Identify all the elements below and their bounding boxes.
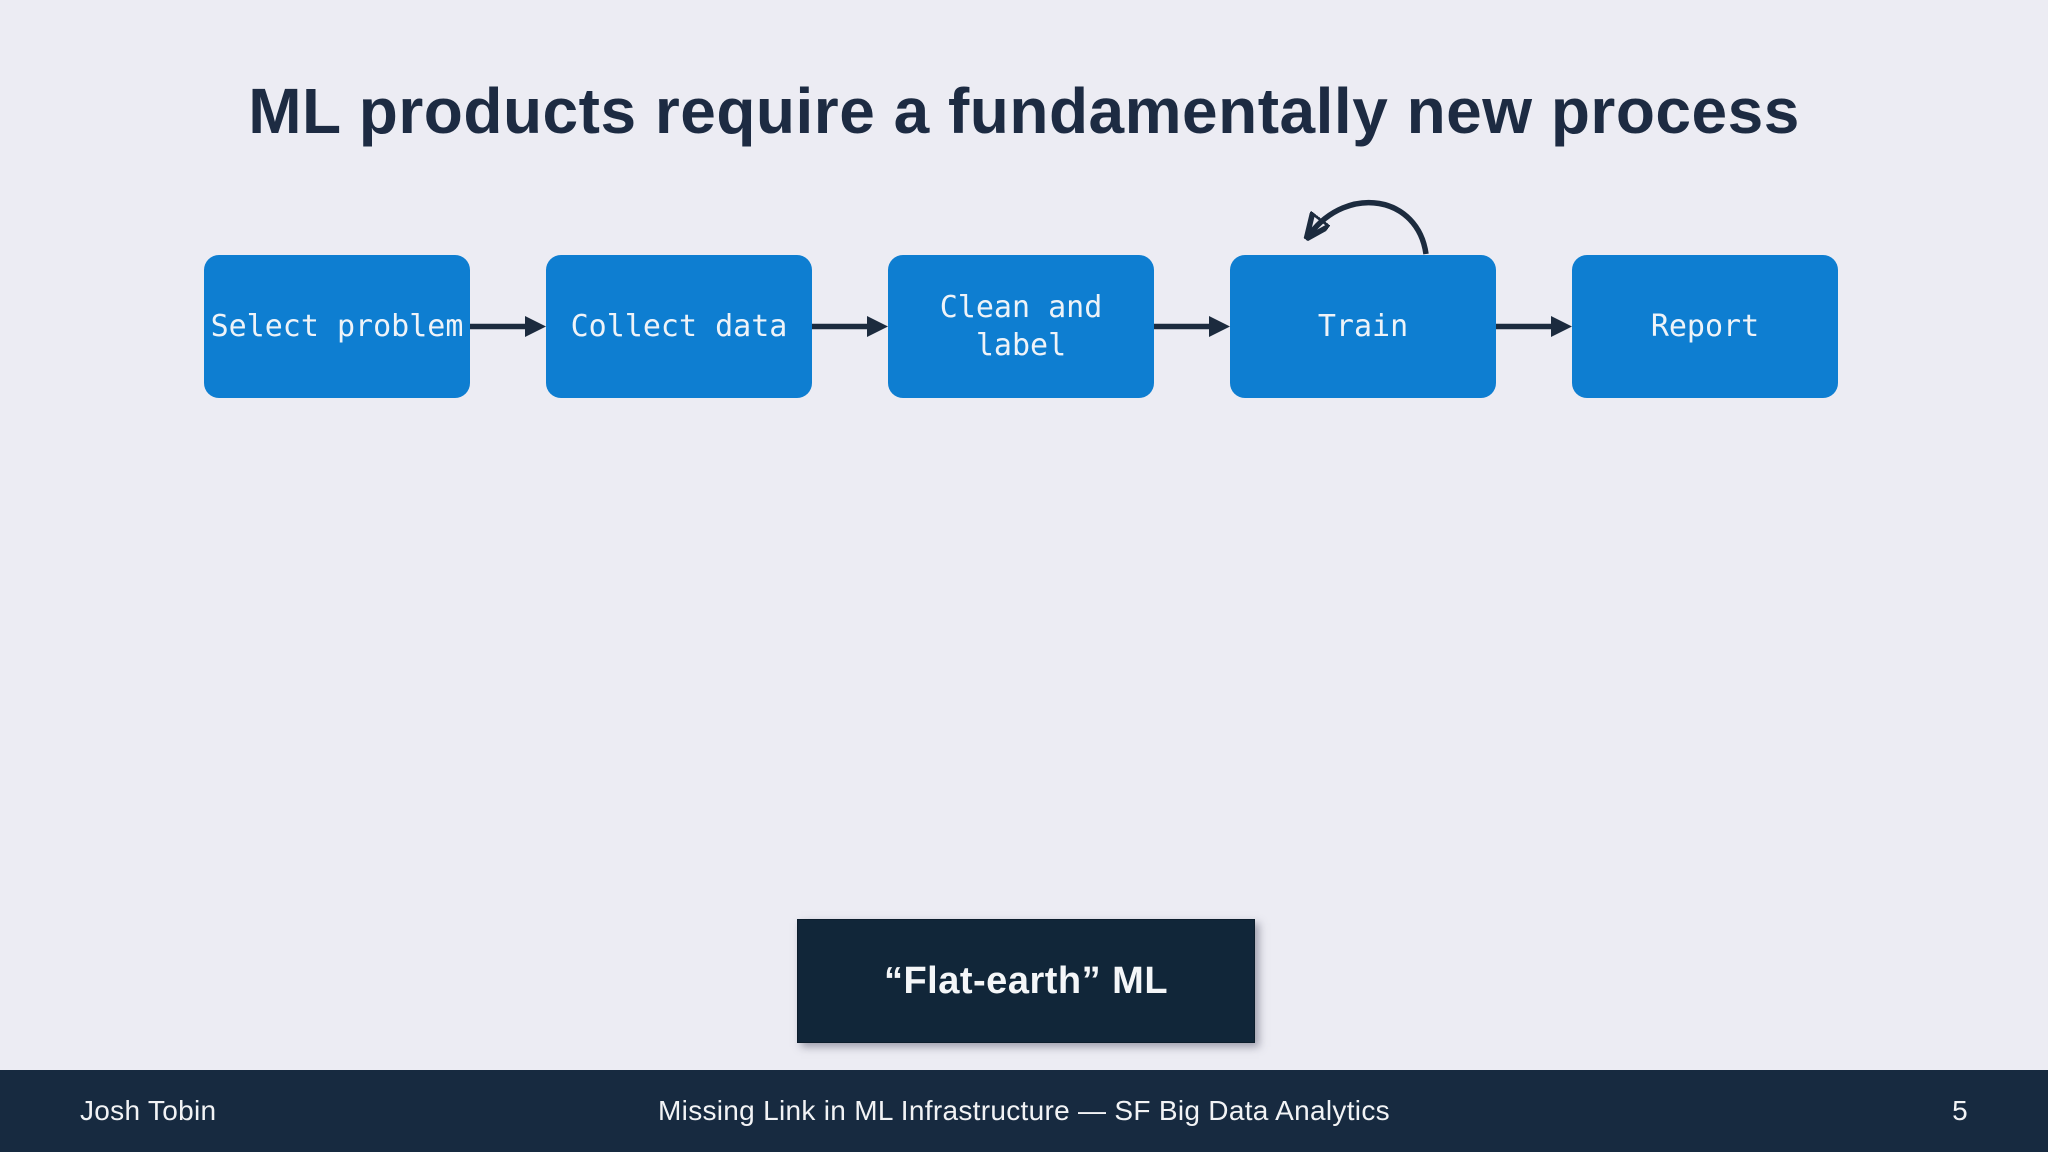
slide-title: ML products require a fundamentally new … xyxy=(248,74,1800,147)
footer-author: Josh Tobin xyxy=(80,1095,217,1126)
step-label: Collect data xyxy=(570,308,788,344)
step-label: Report xyxy=(1650,308,1760,344)
step-label: Select problem xyxy=(210,308,464,344)
arrow-right-icon xyxy=(470,316,546,337)
flow-step-report: Report xyxy=(1572,255,1838,398)
flow-step-collect-data: Collect data xyxy=(546,255,812,398)
callout-label: “Flat-earth” ML xyxy=(883,959,1169,1002)
process-flow-diagram: Select problem Collect data Clean and la… xyxy=(204,255,1838,398)
step-label: Clean and label xyxy=(939,290,1103,363)
step-label: Train xyxy=(1317,308,1409,344)
flow-step-train: Train xyxy=(1230,255,1496,398)
footer-presentation-title: Missing Link in ML Infrastructure — SF B… xyxy=(658,1095,1390,1126)
arrow-right-icon xyxy=(812,316,888,337)
flat-earth-ml-callout: “Flat-earth” ML xyxy=(797,919,1255,1043)
train-self-loop-arrow-icon xyxy=(1290,199,1429,255)
flow-step-select-problem: Select problem xyxy=(204,255,470,398)
footer-page-number: 5 xyxy=(1952,1095,1968,1126)
footer-bar: Missing Link in ML Infrastructure — SF B… xyxy=(0,1070,2048,1152)
arrow-right-icon xyxy=(1496,316,1572,337)
flow-step-clean-and-label: Clean and label xyxy=(888,255,1154,398)
arrow-right-icon xyxy=(1154,316,1230,337)
